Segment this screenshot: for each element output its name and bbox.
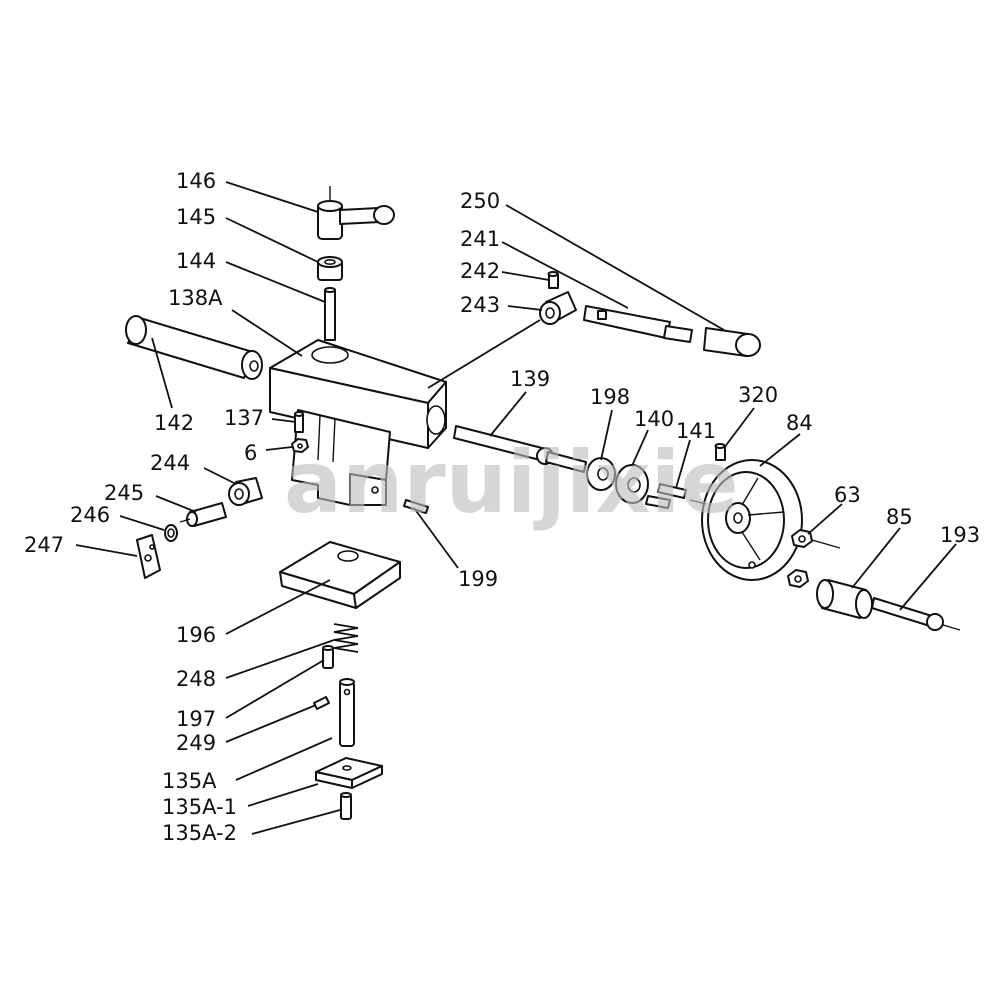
- label-84: 84: [786, 411, 813, 435]
- label-247: 247: [24, 533, 64, 557]
- part-137-screw: [294, 411, 304, 433]
- part-320-screw: [714, 443, 726, 461]
- label-245: 245: [104, 481, 144, 505]
- label-196: 196: [176, 623, 216, 647]
- label-198: 198: [590, 385, 630, 409]
- label-139: 139: [510, 367, 550, 391]
- label-137: 137: [224, 406, 264, 430]
- part-85-sleeve: [816, 579, 873, 619]
- part-196-base: [279, 541, 401, 609]
- label-138A: 138A: [168, 286, 223, 310]
- label-145: 145: [176, 205, 216, 229]
- label-140: 140: [634, 407, 674, 431]
- part-141-screws: [645, 483, 687, 509]
- part-193-shaft: [871, 597, 961, 631]
- label-242: 242: [460, 259, 500, 283]
- label-141: 141: [676, 419, 716, 443]
- part-244-bushing: [228, 477, 263, 506]
- part-84-handwheel: [689, 459, 803, 581]
- part-bracket: [291, 409, 391, 506]
- part-63-nuts: [787, 529, 841, 588]
- part-248-spring: [333, 623, 359, 653]
- part-138A-block: [269, 339, 447, 449]
- part-246-ring: [164, 524, 178, 542]
- part-250-knob: [703, 327, 761, 357]
- part-198-washer: [586, 457, 616, 491]
- part-243-collar: [539, 291, 577, 325]
- part-135A-2-bolt: [340, 792, 352, 820]
- watermark-text: anruijixie: [284, 433, 739, 533]
- label-249: 249: [176, 731, 216, 755]
- part-247-plate: [136, 534, 161, 579]
- part-241-lever: [583, 305, 693, 343]
- part-197-screw: [322, 645, 334, 669]
- label-142: 142: [154, 411, 194, 435]
- label-320: 320: [738, 383, 778, 407]
- label-197: 197: [176, 707, 216, 731]
- part-140-collar: [615, 464, 649, 504]
- label-6: 6: [244, 441, 257, 465]
- label-135A-2: 135A-2: [162, 821, 237, 845]
- label-193: 193: [940, 523, 980, 547]
- part-249-pin: [313, 696, 330, 710]
- part-245-pin: [179, 502, 227, 527]
- part-6-nut: [291, 438, 309, 453]
- label-250: 250: [460, 189, 500, 213]
- label-63: 63: [834, 483, 861, 507]
- label-146: 146: [176, 169, 216, 193]
- label-246: 246: [70, 503, 110, 527]
- part-145-collar: [317, 256, 343, 281]
- label-144: 144: [176, 249, 216, 273]
- part-labels: 146 145 144 138A 142 137 6 244 245 246 2…: [24, 169, 980, 845]
- label-85: 85: [886, 505, 913, 529]
- part-135A-post: [339, 678, 355, 747]
- label-199: 199: [458, 567, 498, 591]
- label-244: 244: [150, 451, 190, 475]
- part-135A-1-plate: [315, 757, 383, 789]
- part-144-stud: [324, 287, 336, 341]
- part-139-shaft: [453, 425, 587, 473]
- part-242-screw: [547, 271, 559, 289]
- leader-lines: [75, 181, 957, 835]
- label-248: 248: [176, 667, 216, 691]
- label-243: 243: [460, 293, 500, 317]
- part-199-pin: [403, 499, 429, 514]
- label-135A-1: 135A-1: [162, 795, 237, 819]
- part-146-handle: [317, 186, 395, 240]
- label-135A: 135A: [162, 769, 217, 793]
- label-241: 241: [460, 227, 500, 251]
- part-142-bar: [125, 315, 263, 380]
